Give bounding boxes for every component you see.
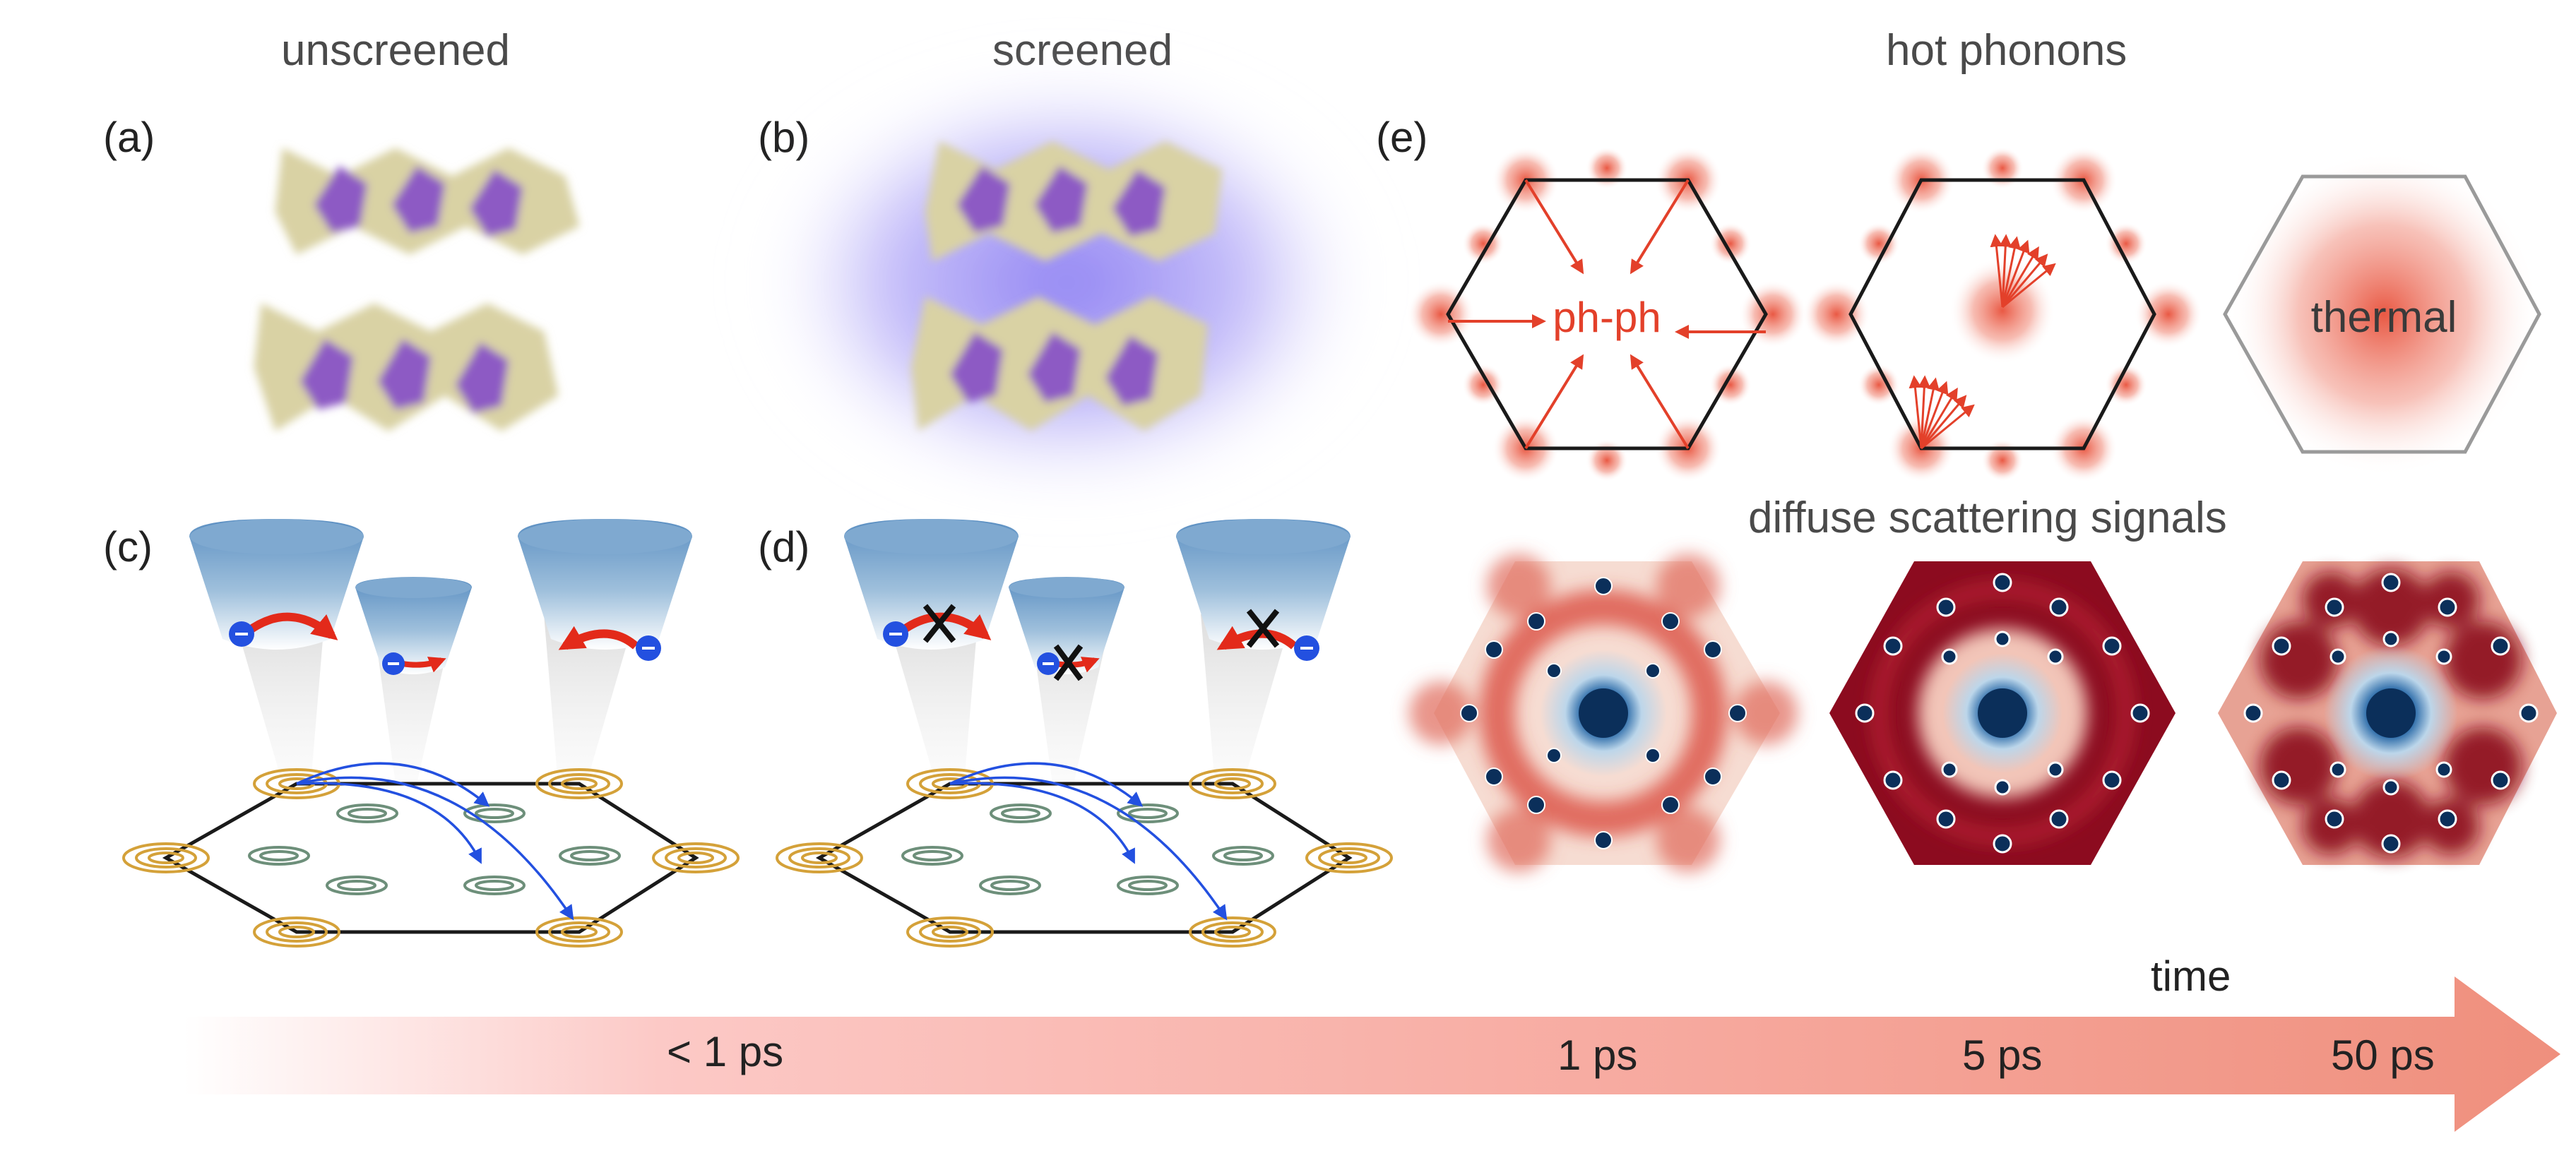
ph-ph-label: ph-ph xyxy=(1553,294,1661,341)
title-hot-phonons: hot phonons xyxy=(1886,26,2127,75)
time-tick-5ps: 5 ps xyxy=(1962,1032,2043,1079)
valley-diagram-screened xyxy=(776,519,1393,948)
diffuse-pattern-1ps xyxy=(1409,554,1798,872)
time-arrow xyxy=(184,976,2560,1132)
crystal-screened xyxy=(756,64,1377,501)
bz-hexagon-thermal: thermal xyxy=(2223,152,2541,477)
crystal-unscreened xyxy=(254,148,580,431)
panel-label-b: (b) xyxy=(758,114,810,161)
panel-label-d: (d) xyxy=(758,523,810,570)
title-diffuse-scattering: diffuse scattering signals xyxy=(1748,494,2227,542)
valley-diagram-unscreened xyxy=(122,519,740,948)
title-unscreened: unscreened xyxy=(281,26,511,75)
electron-icon xyxy=(1037,652,1060,675)
time-tick-50ps: 50 ps xyxy=(2331,1032,2435,1079)
diffuse-pattern-5ps xyxy=(1829,561,2176,865)
time-tick-1ps: 1 ps xyxy=(1557,1032,1638,1079)
electron-icon xyxy=(1294,635,1319,661)
panel-label-a: (a) xyxy=(103,114,155,161)
diffuse-pattern-50ps xyxy=(2218,561,2557,865)
electron-icon xyxy=(382,652,405,675)
electron-icon xyxy=(883,621,908,647)
panel-label-c: (c) xyxy=(103,523,153,570)
thermal-label: thermal xyxy=(2311,293,2457,342)
blocked-cross-icon xyxy=(922,604,956,643)
blocked-cross-icon xyxy=(1053,644,1084,681)
bz-hexagon-ph-ph: ph-ph xyxy=(1407,146,1807,482)
electron-icon xyxy=(229,621,254,647)
time-tick-lt1ps: < 1 ps xyxy=(667,1028,784,1075)
blocked-cross-icon xyxy=(1246,609,1280,648)
electron-icon xyxy=(636,635,661,661)
panel-label-e: (e) xyxy=(1376,114,1428,161)
bz-hexagon-hot-phonons xyxy=(1803,146,2202,482)
time-axis-label: time xyxy=(2151,952,2231,1000)
